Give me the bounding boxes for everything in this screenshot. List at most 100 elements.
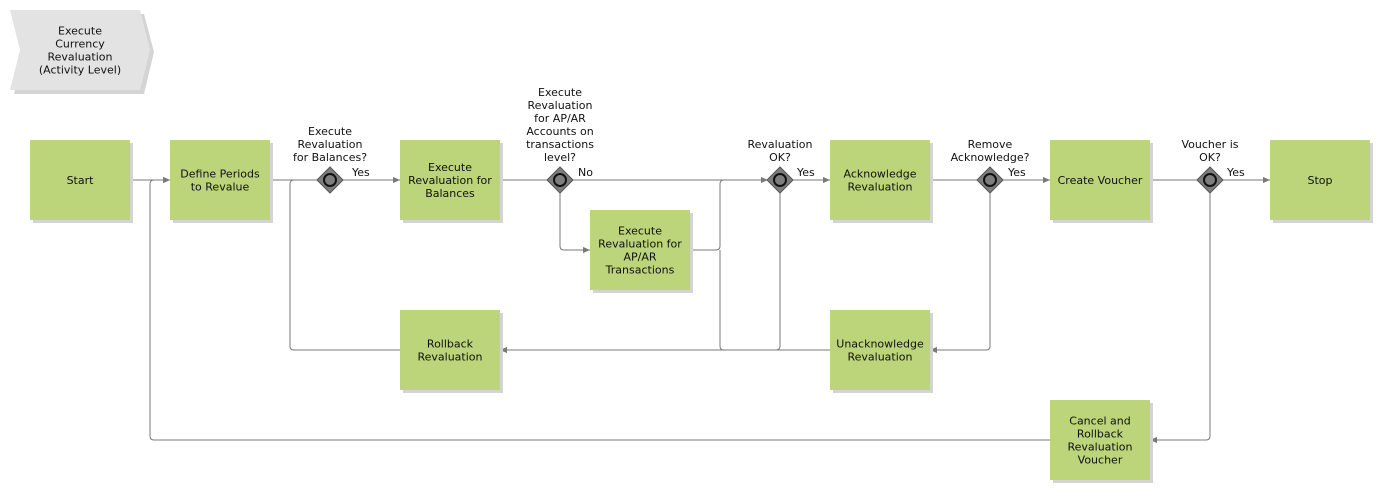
edge-unacknowledge-merge	[719, 250, 830, 351]
task-label-line: Rollback	[427, 338, 474, 351]
task-label: Create Voucher	[1058, 174, 1143, 187]
task-label-line: Revaluation	[417, 351, 482, 364]
gateway-question-line: Remove	[968, 138, 1013, 151]
header-text-line: Execute	[58, 25, 102, 38]
edge-gateway-balances-to-rollback	[289, 179, 400, 351]
header-text-line: (Activity Level)	[39, 64, 121, 77]
task-label-line: Revaluation for	[408, 174, 492, 187]
task-label-line: Balances	[425, 187, 475, 200]
header-text-line: Currency	[55, 38, 105, 51]
edge-gateway-remove-to-unacknowledge	[930, 192, 991, 354]
task-shape	[1050, 400, 1150, 480]
gateway-question-line: Revaluation	[297, 138, 362, 151]
task-label-line: Stop	[1307, 174, 1332, 187]
gateway-question-line: for Balances?	[293, 151, 367, 164]
task-shape	[400, 140, 500, 220]
edge-gateway-apar-to-exec-apar	[559, 192, 590, 254]
task-create-voucher: Create Voucher	[1050, 140, 1153, 223]
task-label-line: Create Voucher	[1058, 174, 1143, 187]
edge-label-yes-balances: Yes	[351, 166, 370, 179]
edge-label-yes-reval-ok: Yes	[796, 166, 815, 179]
task-label-line: Execute	[428, 161, 472, 174]
gateway-question-line: Execute	[308, 125, 352, 138]
task-shape	[1050, 140, 1150, 220]
gateway-question-line: level?	[544, 151, 576, 164]
task-label-line: Revaluation	[847, 351, 912, 364]
gateway-question-line: Execute	[538, 86, 582, 99]
edge-exec-apar-to-reval-ok	[690, 179, 725, 251]
gateway-ring-icon	[1203, 173, 1217, 187]
edge-gateway-voucher-to-cancel	[1150, 192, 1211, 444]
gateway-question-line: OK?	[1199, 151, 1221, 164]
task-label-line: Rollback	[1077, 428, 1124, 441]
task-shape	[30, 140, 130, 220]
edge-label-no-apar: No	[578, 166, 593, 179]
task-stop: Stop	[1270, 140, 1373, 223]
gateway-question-line: for AP/AR	[534, 112, 586, 125]
gateway-ring-icon	[553, 173, 567, 187]
gateway-question-line: Acknowledge?	[951, 151, 1030, 164]
gateway-question-line: Revaluation	[747, 138, 812, 151]
task-shape	[170, 140, 270, 220]
task-label-line: Voucher	[1078, 454, 1123, 467]
edge-cancel-to-define	[149, 176, 1050, 441]
task-label-line: Unacknowledge	[836, 338, 924, 351]
task-start: Start	[30, 140, 133, 223]
gateway-question-line: Revaluation	[527, 99, 592, 112]
task-label-line: Revaluation	[1067, 441, 1132, 454]
task-shape	[590, 210, 690, 290]
edges	[130, 176, 1270, 444]
task-label-line: Execute	[618, 225, 662, 238]
task-shape	[830, 310, 930, 390]
gateway-question-line: OK?	[769, 151, 791, 164]
task-label: Stop	[1307, 174, 1332, 187]
edge-label-yes-remove-ack: Yes	[1007, 166, 1026, 179]
task-label-line: Revaluation	[847, 181, 912, 194]
edge-label-yes-voucher-ok: Yes	[1226, 166, 1245, 179]
header-text-line: Revaluation	[47, 51, 112, 64]
task-label: Start	[67, 174, 95, 187]
task-label-line: Start	[67, 174, 95, 187]
task-label-line: Define Periods	[180, 168, 260, 181]
gateway-question-line: Accounts on	[526, 125, 593, 138]
task-label-line: to Revalue	[191, 181, 250, 194]
gateway-ring-icon	[773, 173, 787, 187]
task-label-line: Acknowledge	[843, 168, 916, 181]
task-shape	[1270, 140, 1370, 220]
gateway-question-line: transactions	[526, 138, 594, 151]
task-label-line: Transactions	[605, 264, 675, 277]
gateway-question-line: Voucher is	[1182, 138, 1239, 151]
gateway-ring-icon	[323, 173, 337, 187]
task-label-line: AP/AR	[623, 251, 656, 264]
header-shape	[10, 10, 150, 90]
task-shape	[830, 140, 930, 220]
gateway-ring-icon	[983, 173, 997, 187]
